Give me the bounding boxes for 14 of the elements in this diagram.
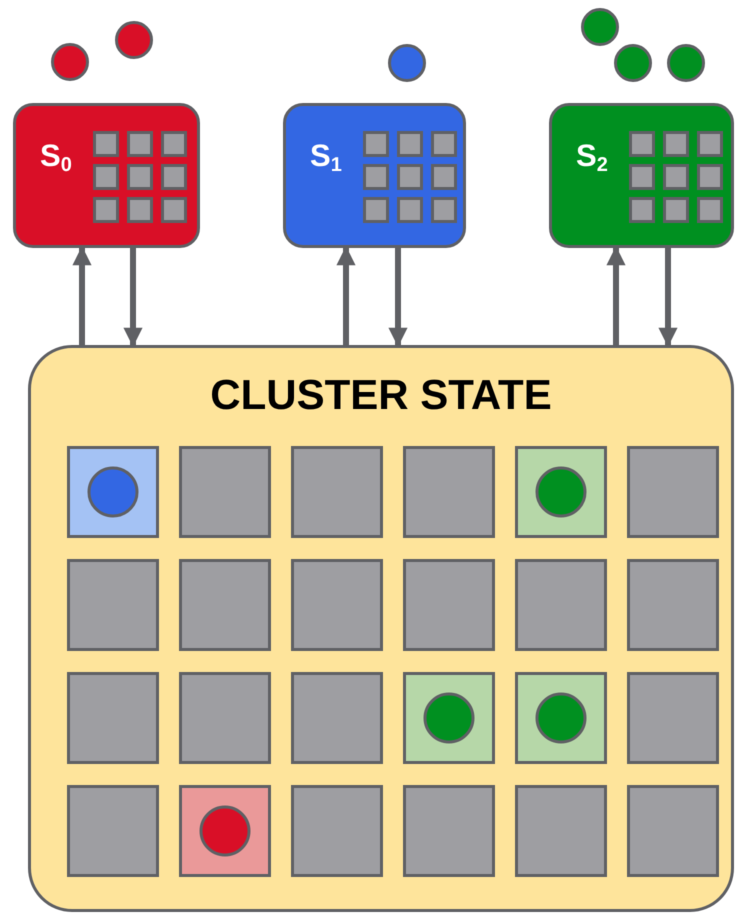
cluster-state-panel [28, 345, 734, 912]
arrow [388, 248, 408, 347]
arrow [658, 248, 678, 347]
arrow [123, 248, 143, 347]
scheduler-box [13, 103, 200, 248]
arrow [606, 246, 626, 345]
panel-title: CLUSTER STATE [209, 374, 553, 416]
scheduler-label: S$_{0}$ [40, 140, 72, 171]
scheduler-label: S$_{2}$ [576, 140, 608, 171]
scheduler-box [549, 103, 734, 248]
scheduler-box [283, 103, 466, 248]
arrow [72, 246, 92, 345]
scheduler-label: S$_{1}$ [310, 140, 342, 171]
arrow [336, 246, 356, 345]
